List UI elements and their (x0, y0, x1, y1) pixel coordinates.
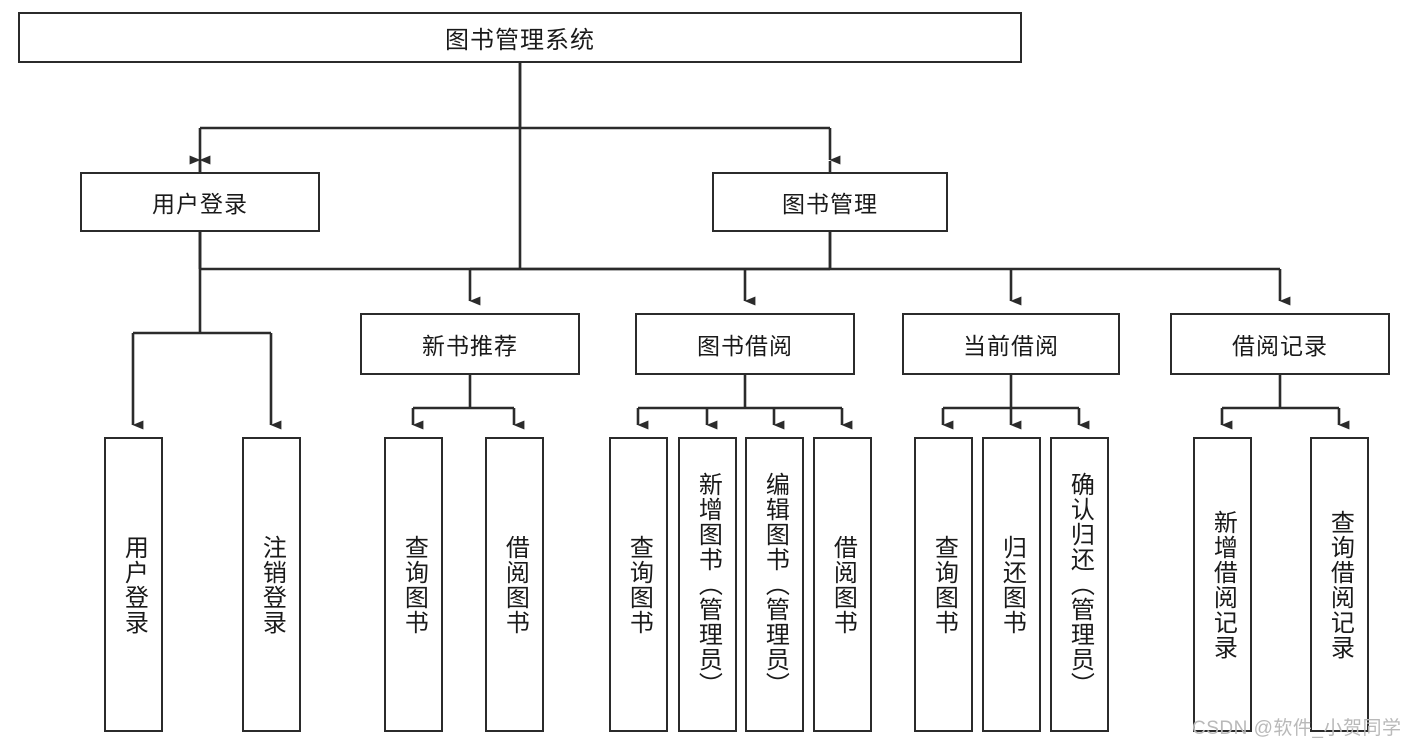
leaf-query-borrow-record[interactable]: 查询借阅记录 (1310, 437, 1369, 732)
node-label: 用户登录 (120, 534, 148, 635)
node-label: 查询图书 (400, 534, 428, 635)
node-book-management[interactable]: 图书管理 (712, 172, 948, 232)
node-label: 借阅记录 (1232, 333, 1328, 359)
node-label: 确认归还（管理员） (1066, 472, 1094, 697)
node-label: 当前借阅 (963, 333, 1059, 359)
node-label: 借阅图书 (501, 534, 529, 635)
node-label: 查询图书 (625, 534, 653, 635)
leaf-borrow-book[interactable]: 借阅图书 (813, 437, 872, 732)
node-label: 新增图书（管理员） (694, 472, 722, 697)
node-label: 图书管理系统 (445, 27, 595, 54)
node-new-book-recommend[interactable]: 新书推荐 (360, 313, 580, 375)
node-label: 新增借阅记录 (1209, 509, 1237, 660)
leaf-return-book[interactable]: 归还图书 (982, 437, 1041, 732)
leaf-query-book-borrow[interactable]: 查询图书 (609, 437, 668, 732)
node-label: 注销登录 (258, 534, 286, 635)
leaf-edit-book-admin[interactable]: 编辑图书（管理员） (745, 437, 804, 732)
leaf-confirm-return-admin[interactable]: 确认归还（管理员） (1050, 437, 1109, 732)
node-label: 借阅图书 (829, 534, 857, 635)
node-book-borrow[interactable]: 图书借阅 (635, 313, 855, 375)
node-label: 查询图书 (930, 534, 958, 635)
leaf-user-login[interactable]: 用户登录 (104, 437, 163, 732)
node-label: 用户登录 (152, 191, 248, 217)
node-current-borrow[interactable]: 当前借阅 (902, 313, 1120, 375)
leaf-borrow-book-recommend[interactable]: 借阅图书 (485, 437, 544, 732)
node-label: 编辑图书（管理员） (761, 472, 789, 697)
leaf-logout[interactable]: 注销登录 (242, 437, 301, 732)
node-label: 新书推荐 (422, 333, 518, 359)
node-user-login[interactable]: 用户登录 (80, 172, 320, 232)
node-label: 图书管理 (782, 191, 878, 217)
node-root-system[interactable]: 图书管理系统 (18, 12, 1022, 63)
watermark-text: CSDN @软件_小贺同学 (1192, 718, 1402, 739)
node-label: 查询借阅记录 (1326, 509, 1354, 660)
leaf-add-borrow-record[interactable]: 新增借阅记录 (1193, 437, 1252, 732)
leaf-query-book-recommend[interactable]: 查询图书 (384, 437, 443, 732)
leaf-add-book-admin[interactable]: 新增图书（管理员） (678, 437, 737, 732)
node-borrow-records[interactable]: 借阅记录 (1170, 313, 1390, 375)
leaf-query-book-current[interactable]: 查询图书 (914, 437, 973, 732)
node-label: 归还图书 (998, 534, 1026, 635)
node-label: 图书借阅 (697, 333, 793, 359)
